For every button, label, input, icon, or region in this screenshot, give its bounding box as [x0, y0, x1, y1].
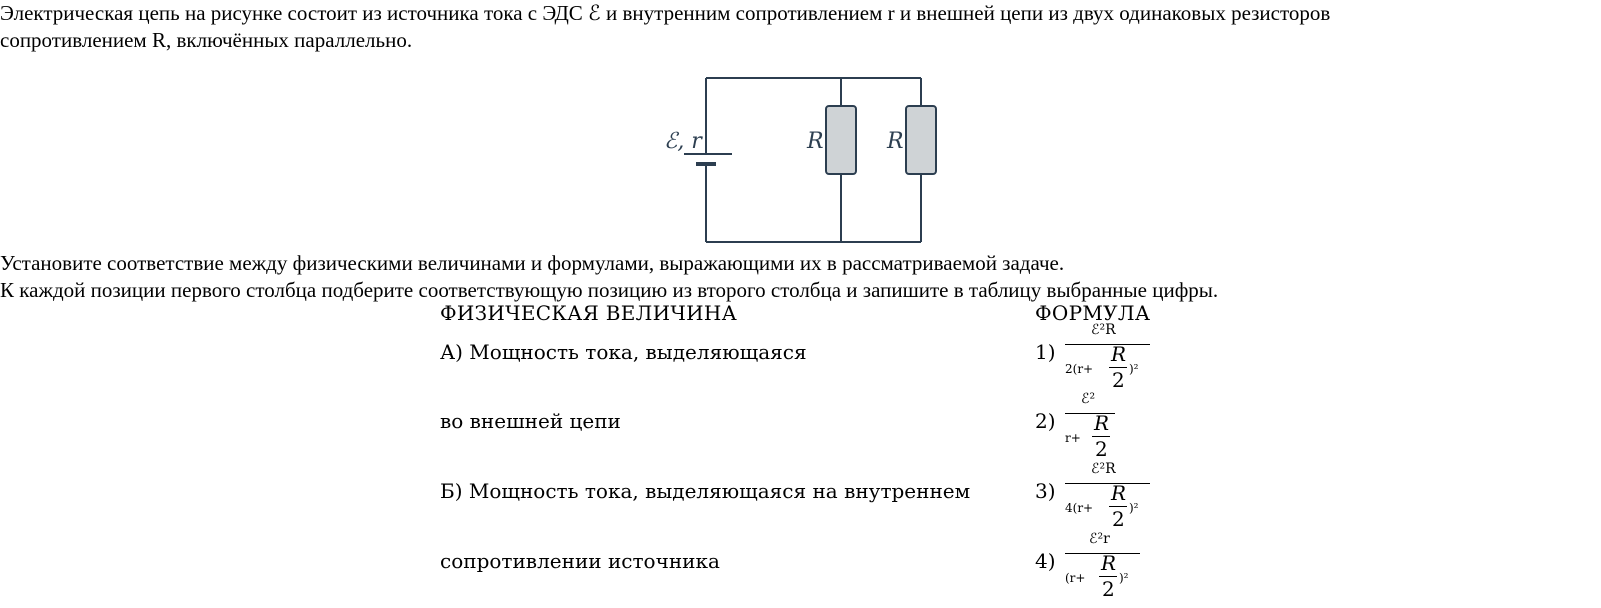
resistor-2-label: R [886, 129, 904, 154]
formula-1-inner-bar [1109, 367, 1127, 368]
instruction-line-1: Установите соответствие между физическим… [0, 251, 1065, 275]
formula-3-inner-bar [1109, 506, 1127, 507]
formula-2-two: 2 [1095, 437, 1108, 461]
circuit-diagram: ℰ, r R R [664, 77, 937, 243]
formula-3-r: R [1111, 481, 1127, 505]
quantity-b-line-2: сопротивлении источника [440, 549, 720, 573]
resistor-1-label: R [806, 129, 824, 154]
formula-2-bar [1065, 413, 1115, 414]
instruction-line-2: К каждой позиции первого столбца подбери… [0, 278, 1219, 302]
problem-text-line-2: сопротивлением R, включённых параллельно… [0, 28, 413, 52]
source-label: ℰ, r [664, 129, 703, 154]
problem-text-line-1: Электрическая цепь на рисунке состоит из… [0, 1, 1331, 25]
quantity-a-line-1: А) Мощность тока, выделяющаяся [440, 340, 807, 364]
formula-2-inner-bar [1092, 436, 1110, 437]
formula-2-index: 2) [1035, 409, 1056, 433]
quantity-b-line-1: Б) Мощность тока, выделяющаяся на внутре… [440, 479, 971, 503]
formula-4-r: R [1101, 551, 1117, 575]
formula-3-numerator: ℰ²R [1091, 461, 1116, 477]
formula-4-den-prefix: (r+ [1065, 571, 1086, 585]
formula-2-r: R [1094, 411, 1110, 435]
formula-1-bar [1065, 344, 1150, 345]
formula-1-den-prefix: 2(r+ [1065, 362, 1094, 376]
resistor-2 [905, 105, 937, 175]
formula-4-numerator: ℰ²r [1089, 531, 1110, 547]
formula-2-den-prefix: r+ [1065, 431, 1081, 445]
formula-1-numerator: ℰ²R [1091, 322, 1116, 338]
formula-3-den-prefix: 4(r+ [1065, 501, 1094, 515]
formula-3-two: 2 [1112, 507, 1125, 531]
formula-1-r: R [1111, 342, 1127, 366]
formula-1-index: 1) [1035, 340, 1056, 364]
formula-4-den-suffix: )² [1119, 571, 1129, 585]
formula-4-bar [1065, 553, 1140, 554]
formula-4-inner-bar [1099, 576, 1117, 577]
quantity-a-line-2: во внешней цепи [440, 409, 621, 433]
formula-3-index: 3) [1035, 479, 1056, 503]
formula-1-two: 2 [1112, 368, 1125, 392]
formula-3-bar [1065, 483, 1150, 484]
table-header-quantity: ФИЗИЧЕСКАЯ ВЕЛИЧИНА [440, 301, 738, 325]
formula-2-numerator: ℰ² [1081, 391, 1096, 407]
formula-1-den-suffix: )² [1129, 362, 1139, 376]
formula-4-index: 4) [1035, 549, 1056, 573]
resistor-1 [825, 105, 857, 175]
formula-3-den-suffix: )² [1129, 501, 1139, 515]
formula-4-two: 2 [1102, 577, 1115, 601]
table-header-formula: ФОРМУЛА [1035, 301, 1151, 325]
